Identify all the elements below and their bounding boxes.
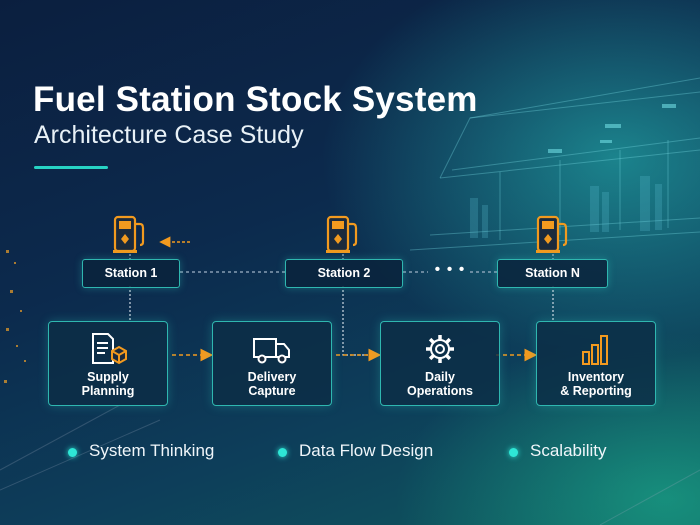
process-supply-planning: Supply Planning: [48, 321, 168, 406]
process-label-line1: Inventory: [567, 370, 625, 384]
process-daily-operations: Daily Operations: [380, 321, 500, 406]
process-label-line1: Daily: [425, 370, 455, 384]
process-label: Daily Operations: [381, 370, 499, 398]
fuel-pump-icon: [113, 215, 145, 253]
fuel-pump-icon: [326, 215, 358, 253]
process-label-line1: Supply: [87, 370, 129, 384]
gear-icon: [426, 335, 454, 363]
feature-label: System Thinking: [89, 441, 215, 460]
feature-label: Scalability: [530, 441, 607, 460]
document-box-icon: [92, 333, 127, 365]
bullet-dot: [509, 448, 518, 457]
process-inventory-reporting: Inventory & Reporting: [536, 321, 656, 406]
connector-station2-delivery: [342, 286, 376, 356]
process-label-line1: Delivery: [247, 370, 297, 384]
station-1-node: Station 1: [82, 259, 180, 288]
process-label: Supply Planning: [49, 370, 167, 398]
station-n-node: Station N: [497, 259, 608, 288]
bar-chart-icon: [582, 335, 608, 365]
page-title: Fuel Station Stock System: [33, 80, 478, 119]
process-label: Inventory & Reporting: [537, 370, 655, 398]
truck-icon: [253, 338, 290, 364]
bullet-dot: [278, 448, 287, 457]
page-subtitle: Architecture Case Study: [34, 121, 304, 149]
fuel-pump-icon: [536, 215, 568, 253]
process-label: Delivery Capture: [213, 370, 331, 398]
title-underline: [34, 166, 108, 169]
feature-label: Data Flow Design: [299, 441, 434, 460]
process-label-line2: Operations: [407, 384, 473, 398]
more-stations-ellipsis: • • •: [434, 261, 466, 278]
process-delivery-capture: Delivery Capture: [212, 321, 332, 406]
station-2-node: Station 2: [285, 259, 403, 288]
bullet-dot: [68, 448, 77, 457]
process-label-line2: Planning: [81, 384, 135, 398]
process-label-line2: Capture: [248, 384, 296, 398]
process-label-line2: & Reporting: [560, 384, 632, 398]
